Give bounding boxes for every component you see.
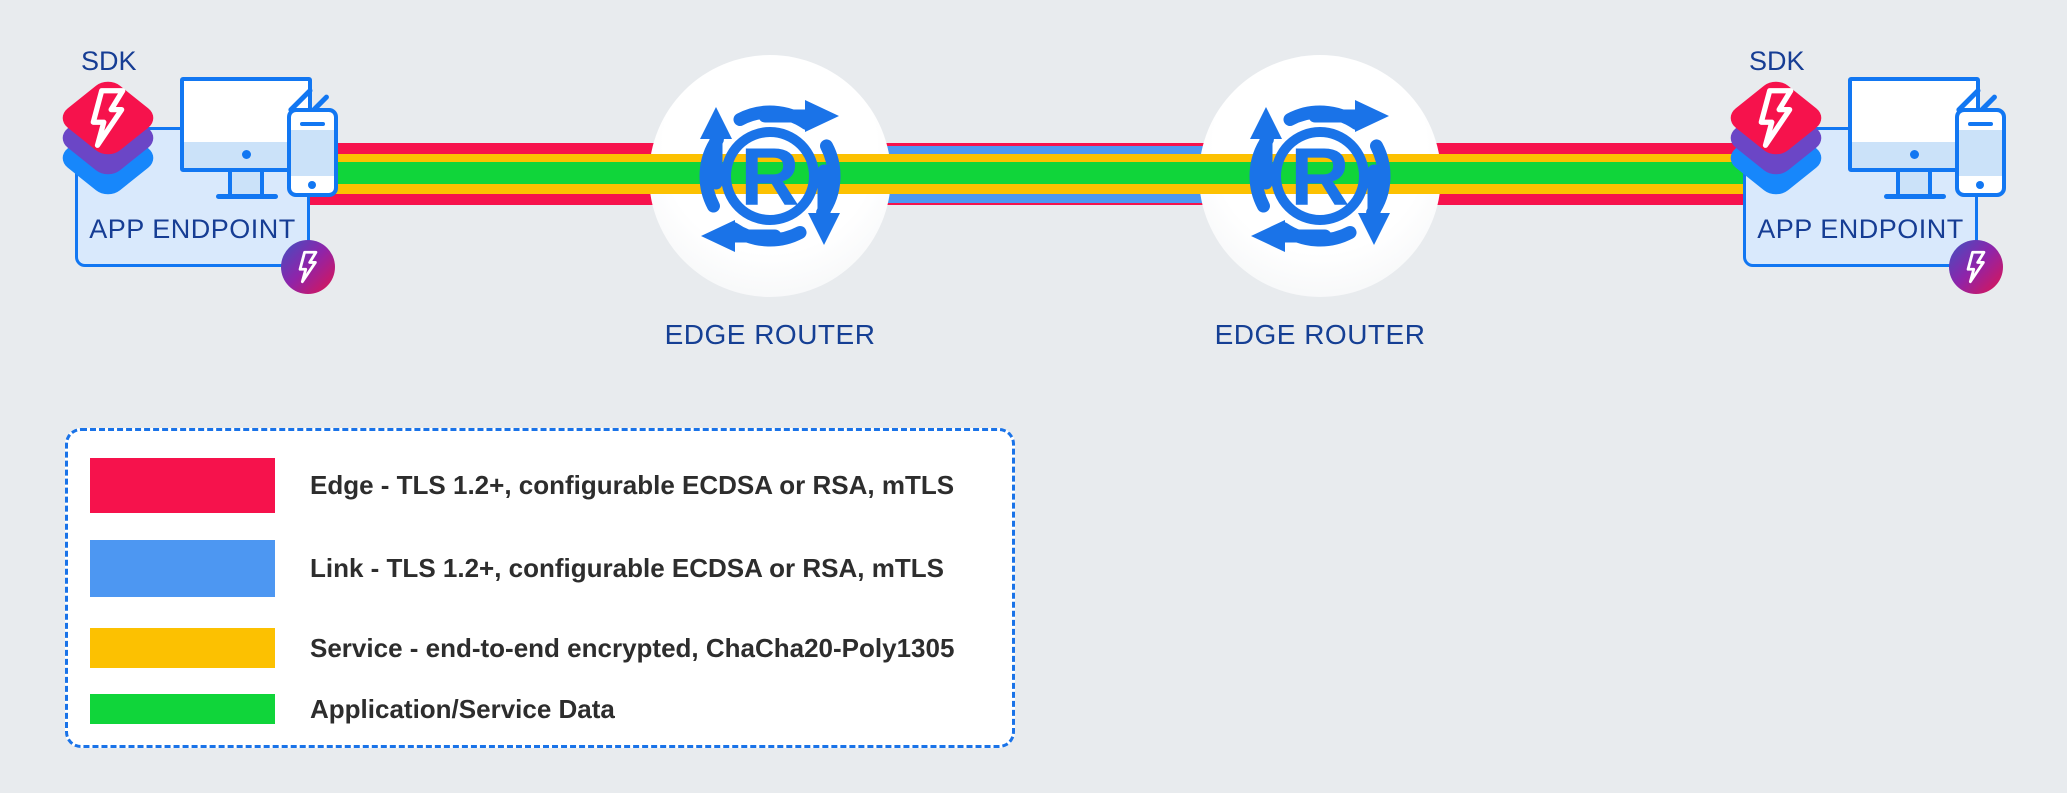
legend-row-data: Application/Service Data bbox=[90, 694, 996, 724]
edge-color-swatch bbox=[90, 458, 275, 513]
app-endpoint-label: APP ENDPOINT bbox=[1757, 214, 1964, 244]
phone-speaker-line bbox=[300, 122, 325, 126]
ziti-bolt-icon bbox=[1966, 250, 1986, 284]
phone-screen bbox=[1959, 130, 2002, 176]
edge-router-label-right: EDGE ROUTER bbox=[1214, 319, 1426, 350]
monitor-stand bbox=[1896, 172, 1932, 194]
ziti-bolt-icon bbox=[298, 250, 318, 284]
service-color-swatch bbox=[90, 628, 275, 668]
phone-speaker-line bbox=[1968, 122, 1993, 126]
sdk-label: SDK bbox=[1749, 46, 1805, 76]
edge-router-icon-right bbox=[1235, 91, 1405, 261]
app-endpoint-left: SDK APP ENDPOINT bbox=[55, 40, 345, 300]
edge-router-icon-left bbox=[685, 91, 855, 261]
service-channel-band-bottom bbox=[305, 183, 1745, 194]
application-data-band bbox=[305, 162, 1745, 184]
legend-row-edge: Edge - TLS 1.2+, configurable ECDSA or R… bbox=[90, 458, 996, 513]
phone-home-dot bbox=[1976, 181, 1984, 189]
phone-screen bbox=[291, 130, 334, 176]
data-color-swatch bbox=[90, 694, 275, 724]
sdk-label: SDK bbox=[81, 46, 137, 76]
monitor-stand bbox=[228, 172, 264, 194]
link-channel-band-top bbox=[771, 145, 1320, 154]
legend-label: Service - end-to-end encrypted, ChaCha20… bbox=[310, 632, 955, 663]
phone-icon bbox=[1955, 108, 2006, 197]
app-endpoint-right: SDK APP ENDPOINT bbox=[1723, 40, 2013, 300]
monitor-base bbox=[216, 194, 278, 199]
legend-label: Edge - TLS 1.2+, configurable ECDSA or R… bbox=[310, 470, 955, 500]
legend-label: Application/Service Data bbox=[310, 693, 615, 724]
phone-icon bbox=[287, 108, 338, 197]
monitor-base bbox=[1884, 194, 1946, 199]
ziti-badge bbox=[1949, 240, 2003, 294]
legend-row-service: Service - end-to-end encrypted, ChaCha20… bbox=[90, 628, 996, 668]
ziti-badge bbox=[281, 240, 335, 294]
legend-row-link: Link - TLS 1.2+, configurable ECDSA or R… bbox=[90, 540, 996, 597]
service-channel-band-top bbox=[305, 153, 1745, 162]
monitor-camera-dot bbox=[242, 150, 251, 159]
phone-home-dot bbox=[308, 181, 316, 189]
link-channel-band-bottom bbox=[771, 194, 1320, 203]
link-color-swatch bbox=[90, 540, 275, 597]
legend-label: Link - TLS 1.2+, configurable ECDSA or R… bbox=[310, 553, 944, 583]
legend-box: Edge - TLS 1.2+, configurable ECDSA or R… bbox=[65, 428, 1015, 748]
app-endpoint-label: APP ENDPOINT bbox=[89, 214, 296, 244]
monitor-camera-dot bbox=[1910, 150, 1919, 159]
edge-router-label-left: EDGE ROUTER bbox=[664, 319, 876, 350]
